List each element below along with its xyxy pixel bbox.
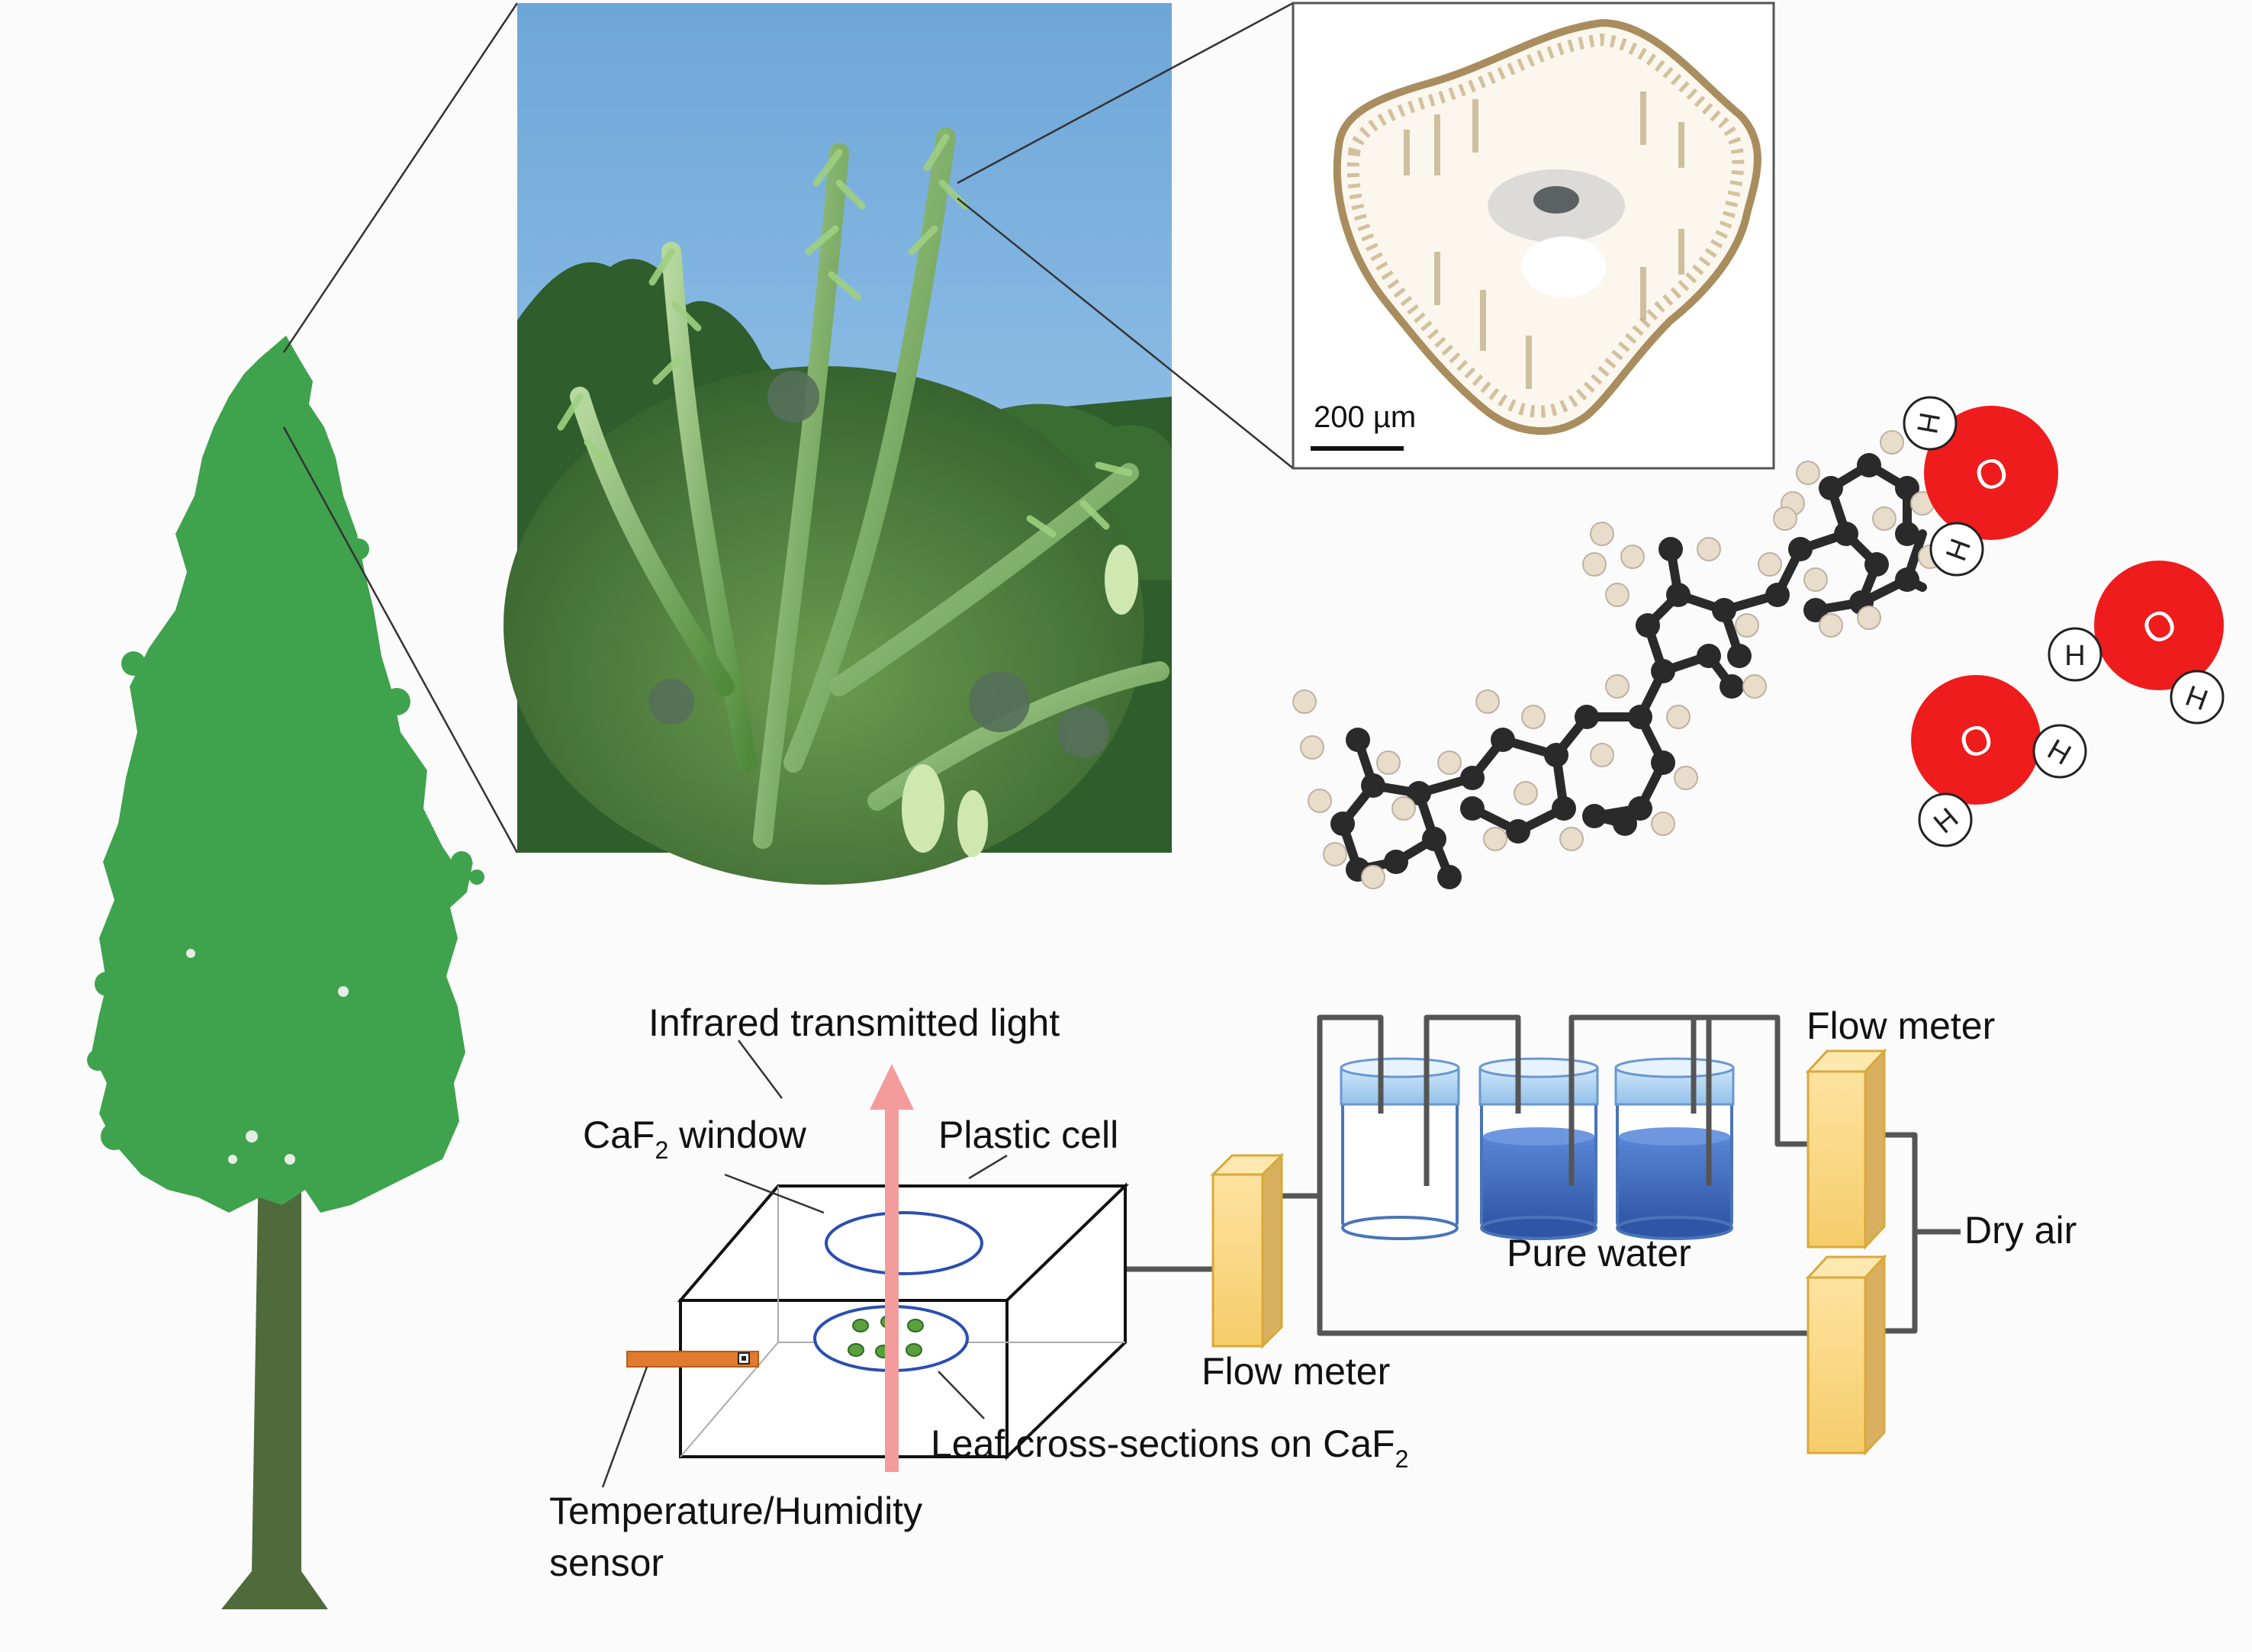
- pure-water-label: Pure water: [1507, 1232, 1691, 1274]
- tree-trunk: [221, 1114, 328, 1609]
- flow-meter-bottom-label: Flow meter: [1202, 1350, 1390, 1393]
- water-flask-2: [1614, 1057, 1735, 1240]
- hydrogen-atom-label: H: [2064, 640, 2085, 672]
- water-molecule-1: O H H: [1903, 396, 2058, 577]
- leaf-cross-section-micrograph: 200 µm: [1292, 2, 1775, 470]
- temperature-humidity-sensor: [626, 1351, 759, 1368]
- sensor-label-line1: Temperature/Humidity: [549, 1490, 922, 1532]
- dry-air-label: Dry air: [1964, 1209, 2077, 1252]
- plastic-cell-label: Plastic cell: [938, 1114, 1118, 1156]
- infrared-beam-arrow: [870, 1064, 914, 1472]
- zoom-lines-tree-to-photo: [282, 2, 519, 853]
- triterpenoid-molecule-model: [1292, 430, 1942, 889]
- leaf-sections-label: Leaf cross-sections on CaF2: [931, 1422, 1408, 1473]
- water-flask-1: [1478, 1057, 1599, 1240]
- empty-flask: [1340, 1057, 1460, 1240]
- tree-foliage: [92, 336, 473, 1213]
- caf2-window-label: CaF2 window: [583, 1114, 807, 1164]
- flow-meter-top-label: Flow meter: [1806, 1004, 1995, 1047]
- water-molecule-2: O H H: [2048, 561, 2225, 725]
- flow-meter-left: [1210, 1152, 1285, 1349]
- caf2-window-top: [825, 1211, 983, 1275]
- flow-meter-top-right: [1805, 1048, 1887, 1250]
- scale-bar-label: 200 µm: [1314, 400, 1416, 434]
- flow-meter-bottom-right: [1805, 1254, 1887, 1456]
- label-leader-lines: [601, 1040, 1008, 1488]
- zoom-lines-photo-to-micrograph: [957, 2, 1294, 469]
- sequoia-branch-photo: [503, 3, 1172, 885]
- sensor-label-line2: sensor: [549, 1541, 664, 1584]
- infrared-light-label: Infrared transmitted light: [648, 1001, 1060, 1044]
- sequoia-tree-illustration: [87, 336, 484, 1609]
- water-molecule-3: O H H: [1911, 675, 2087, 847]
